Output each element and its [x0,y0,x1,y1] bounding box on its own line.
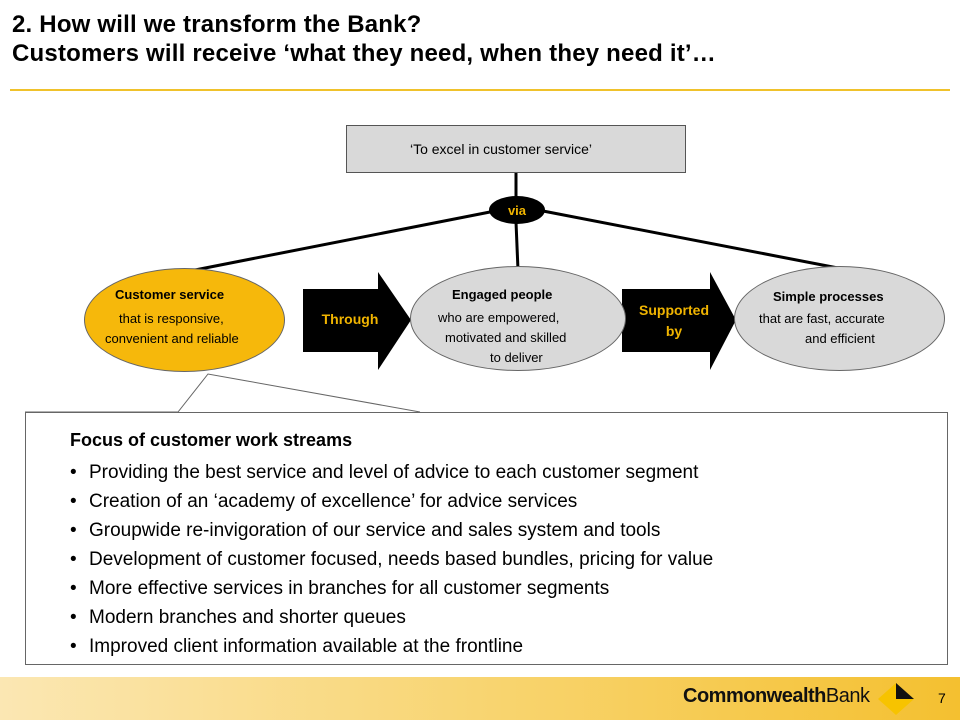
title-line-2: Customers will receive ‘what they need, … [12,40,716,67]
title-divider [10,89,950,91]
list-item: •Development of customer focused, needs … [70,549,714,570]
customer-service-oval: Customer service that is responsive, con… [84,268,285,372]
diamond-logo-icon [878,683,914,715]
list-item: •Modern branches and shorter queues [70,607,406,628]
callout-pointer [25,373,421,413]
list-item-text: Development of customer focused, needs b… [89,549,714,570]
customer-service-heading: Customer service [115,287,225,302]
engaged-people-line-3: to deliver [490,350,543,365]
simple-processes-line-2: and efficient [805,331,875,346]
focus-title: Focus of customer work streams [70,430,353,450]
list-item: •More effective services in branches for… [70,578,610,599]
engaged-people-oval: Engaged people who are empowered, motiva… [410,266,626,371]
supported-by-arrow [622,272,736,370]
engaged-people-heading: Engaged people [452,287,553,302]
list-item-text: More effective services in branches for … [89,578,610,599]
engaged-people-line-2: motivated and skilled [445,330,567,345]
center-connector [514,221,520,271]
left-connector [194,210,491,272]
right-connector [542,209,839,270]
engaged-people-line-1: who are empowered, [438,310,560,325]
brand-logo: CommonwealthBank [683,685,870,708]
customer-service-line-2: convenient and reliable [105,331,239,346]
through-arrow [303,272,411,370]
list-item-text: Providing the best service and level of … [89,462,699,483]
customer-service-line-1: that is responsive, [119,311,224,326]
brand-name-light: Bank [825,685,870,707]
through-label: Through [312,311,388,327]
goal-box: ‘To excel in customer service’ [346,125,686,173]
list-item-text: Modern branches and shorter queues [89,607,406,628]
brand-name-bold: Commonwealth [683,685,826,707]
list-item: •Improved client information available a… [70,636,524,657]
list-item: •Groupwide re-invigoration of our servic… [70,520,661,541]
focus-box [25,412,948,665]
focus-list: •Providing the best service and level of… [70,458,713,661]
simple-processes-oval: Simple processes that are fast, accurate… [734,266,945,371]
list-item-text: Groupwide re-invigoration of our service… [89,520,661,541]
list-item-text: Improved client information available at… [89,636,524,657]
footer-band [0,677,960,720]
simple-processes-line-1: that are fast, accurate [759,311,885,326]
list-item: •Providing the best service and level of… [70,462,699,483]
via-badge: via [489,196,545,224]
supported-by-label: Supported by [626,300,722,342]
title-line-1: 2. How will we transform the Bank? [12,11,422,38]
through-text: Through [321,311,379,327]
via-label: via [507,202,527,218]
list-item: •Creation of an ‘academy of excellence’ … [70,491,578,512]
simple-processes-heading: Simple processes [773,289,884,304]
list-item-text: Creation of an ‘academy of excellence’ f… [89,491,578,512]
goal-text: ‘To excel in customer service’ [409,141,593,157]
supported-by-line-1: Supported [639,302,709,318]
page-number: 7 [938,690,946,706]
supported-by-line-2: by [665,323,683,339]
page-title: 2. How will we transform the Bank? Custo… [12,10,952,68]
